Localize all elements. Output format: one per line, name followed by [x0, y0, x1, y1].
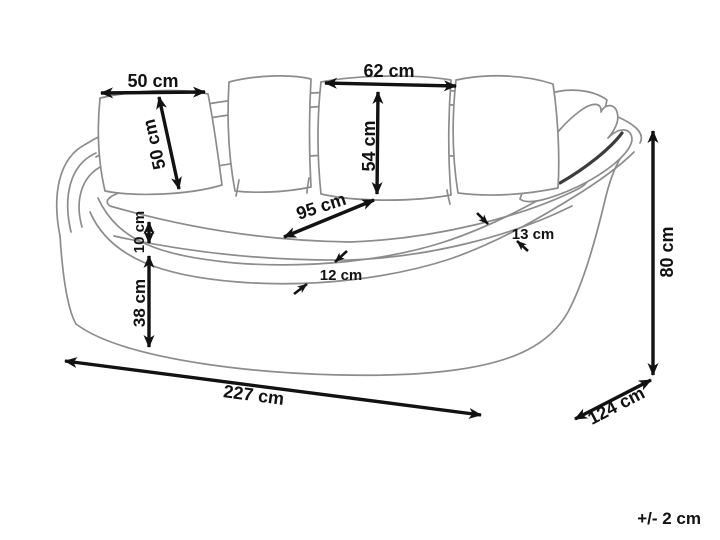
pillow-2 [227, 75, 312, 194]
dim-arrow-pillow-width [100, 86, 206, 99]
dim-pointer-rim-front-bottom [293, 282, 308, 296]
seat-crease-3 [446, 189, 451, 205]
seat-cushion-bottom-edge [113, 205, 573, 261]
dim-label-overall-width: 227 cm [222, 381, 285, 409]
dim-arrow-pillow-height [156, 96, 182, 190]
dim-arrow-seat-depth [283, 198, 375, 239]
pillow-4 [452, 74, 560, 196]
left-arm-outer-curve [55, 143, 87, 237]
dim-label-cushion-thickness: 10 cm [131, 211, 148, 254]
tolerance-note: +/- 2 cm [637, 509, 701, 528]
dim-arrow-overall-depth [574, 378, 652, 421]
seat-crease-1 [235, 179, 240, 197]
front-rim-bottom-edge [89, 151, 635, 285]
dim-label-base-height: 38 cm [130, 279, 149, 327]
dim-arrow-back-cushion-height [371, 91, 384, 195]
right-arm-cushion-shadow [558, 131, 624, 185]
dim-label-overall-height: 80 cm [657, 226, 677, 277]
dim-label-rim-front: 12 cm [320, 267, 363, 284]
dim-label-back-cushion-height: 54 cm [359, 120, 379, 171]
dim-pointer-rim-right-top [476, 212, 489, 225]
dim-label-overall-depth: 124 cm [585, 383, 648, 429]
dim-pointer-rim-front-top [334, 250, 348, 263]
left-arm-inner-curve [78, 164, 105, 228]
dim-label-rim-right: 13 cm [512, 226, 555, 243]
dim-arrow-overall-width [64, 357, 482, 419]
dim-label-pillow-width: 50 cm [127, 71, 178, 91]
left-arm-mid-curve [66, 152, 97, 233]
seat-crease-2 [306, 177, 310, 194]
dim-arrow-back-cushion-width [324, 77, 457, 92]
dim-label-back-cushion-width: 62 cm [363, 61, 414, 81]
dim-pointer-rim-right-bottom [516, 240, 529, 252]
pillow-3 [317, 75, 452, 201]
